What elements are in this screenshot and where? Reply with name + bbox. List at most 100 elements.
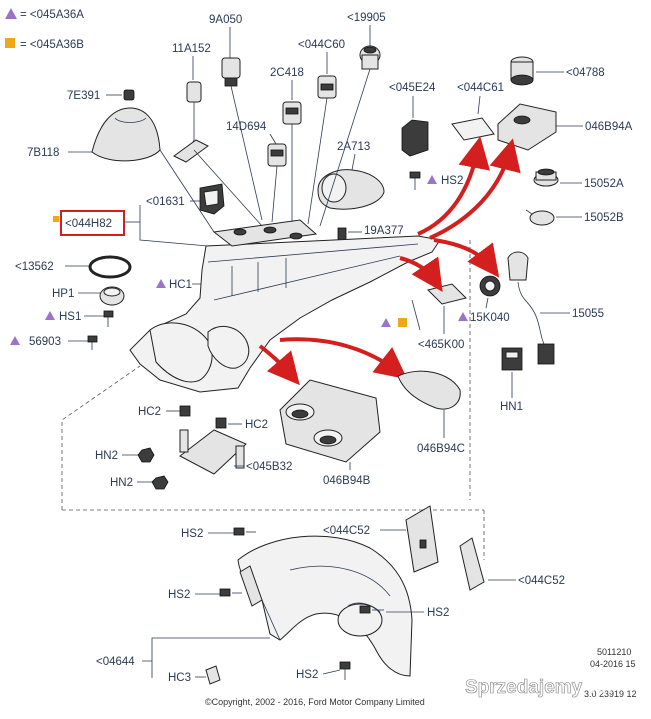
highlight-box [60,210,125,236]
callout-14D694: 14D694 [226,121,267,133]
part-14D694 [267,143,287,167]
copyright-text: ©Copyright, 2002 - 2016, Ford Motor Comp… [205,697,425,707]
part-HS2-screw-a [233,527,256,536]
callout-01631: <01631 [146,196,185,208]
part-HS2-screw-top [409,171,421,190]
callout-HS2-b: HS2 [168,589,190,601]
callout-HC1: HC1 [169,279,192,291]
part-04644-lower-panel [237,535,413,677]
red-arrows [258,136,521,386]
footer-code-3: 3.0 23919 12 [584,689,637,699]
leader-lines [159,68,421,331]
part-HN2-nut-a [137,447,155,463]
callout-9A050: 9A050 [209,14,242,26]
lower-panel-section: HS2 <044C52 <044C52 HS2 [96,505,565,685]
part-HS2-screw-c [359,605,384,614]
part-045E24 [401,119,429,157]
part-13562-ring [88,255,132,279]
callout-HS2-c: HS2 [427,607,449,619]
part-15K040 [479,275,501,297]
callout-HN2-b: HN2 [110,477,133,489]
footer-code-1: 5011210 [597,647,631,657]
callout-044C52-b: <044C52 [518,575,565,587]
callout-044C60: <044C60 [298,39,345,51]
part-046B94B-cupholder [279,379,381,463]
part-19A377 [337,227,347,241]
part-7B118-shift-boot [91,107,161,162]
part-15055-cable [507,251,555,365]
part-11A152 [173,81,209,163]
part-2C418 [282,101,302,125]
footer-code-2: 04-2016 15 [590,659,636,669]
callout-HN2-a: HN2 [95,450,118,462]
callout-19905: <19905 [347,12,386,24]
callout-HP1: HP1 [52,288,74,300]
part-01631 [199,183,225,215]
callout-045B32: <045B32 [246,461,292,473]
callout-044C52-a: <044C52 [323,525,370,537]
watermark: Sprzedajemy .pl [465,677,612,699]
callout-465K00: <465K00 [418,339,464,351]
part-HN2-nut-b [151,475,169,490]
part-04788 [510,56,534,86]
callout-044H82: <044H82 [65,218,112,230]
triangle-marker-icon [156,279,166,288]
callout-046B94B: 046B94B [323,475,371,487]
legend: = <045A36A = <045A36B [5,8,84,51]
middle-lower-parts: 046B94C 046B94B HC2 HC2 <045B32 [95,370,465,490]
callout-HC3: HC3 [168,672,191,684]
square-marker-icon [398,318,407,327]
part-044C61 [451,117,495,141]
dashed-guides [61,240,485,560]
watermark-text: Sprzedajemy [465,677,583,698]
triangle-marker-icon [458,312,468,321]
part-HC2-clip-left [179,405,191,417]
callout-56903: 56903 [29,336,61,348]
callout-HS2-a: HS2 [181,528,203,540]
watermark-tld: .pl [590,677,612,698]
callout-044C61: <044C61 [457,82,504,94]
part-19905 [359,45,381,70]
right-parts: <045E24 <044C61 <04788 046B94A 2A713 [317,56,633,413]
part-HP1-plug [99,286,125,306]
square-legend-icon [5,38,15,48]
part-044C52-trim-b [459,537,485,591]
callout-19A377: 19A377 [364,225,404,237]
callout-7E391: 7E391 [67,90,100,102]
center-console-body [129,219,441,393]
part-7E391 [123,89,135,101]
callout-7B118: 7B118 [27,147,59,159]
callout-11A152: 11A152 [172,43,211,55]
callout-HC2-right: HC2 [245,419,268,431]
part-15052A [533,168,559,187]
part-046B94A [497,103,557,151]
callout-2A713: 2A713 [337,141,370,153]
callout-HS1: HS1 [59,311,81,323]
callout-046B94C: 046B94C [417,443,465,455]
callout-15052A: 15052A [584,178,624,190]
callout-045E24: <045E24 [389,82,436,94]
part-046B94C [397,370,461,410]
legend-square-text: = <045A36B [20,39,84,51]
upper-parts: 9A050 <19905 11A152 <044C60 2C418 [27,12,386,167]
triangle-marker-icon [381,318,391,327]
callout-HS2-top: HS2 [441,175,463,187]
callout-15K040: 15K040 [470,312,510,324]
square-marker-icon [53,216,59,222]
part-HS2-screw-b [219,588,242,597]
triangle-legend-icon [5,8,17,19]
part-HC2-clip-right [215,417,227,429]
part-2A713-handle [317,169,385,210]
triangle-marker-icon [10,336,20,345]
part-044C60 [317,75,337,99]
callout-HN1: HN1 [500,401,523,413]
part-HS2-screw-d [339,661,351,680]
callout-046B94A: 046B94A [585,121,633,133]
part-15052B [525,209,555,226]
part-045B32-bracket [179,429,247,475]
callout-13562: <13562 [15,261,54,273]
left-parts: <01631 <044H82 <13562 HC1 HP1 HS1 [10,183,225,350]
callout-HC2-left: HC2 [138,406,161,418]
part-9A050 [221,57,241,87]
callout-HS2-d: HS2 [296,669,318,681]
